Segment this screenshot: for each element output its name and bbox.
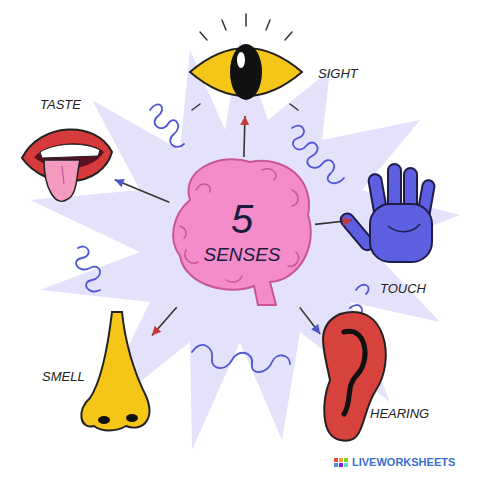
arrow-head — [115, 179, 125, 187]
arrow-line — [152, 307, 177, 335]
arrow-connector — [315, 217, 352, 226]
arrow-connector — [300, 307, 320, 334]
eye-drawing — [190, 14, 302, 110]
watermark: LIVEWORKSHEETS — [352, 456, 455, 468]
arrow-head — [343, 217, 352, 226]
sense-label: HEARING — [370, 407, 429, 421]
hand-drawing — [338, 164, 435, 262]
arrow-connector — [240, 116, 249, 157]
sense-node: SIGHT — [190, 35, 302, 113]
arrow-connector — [152, 307, 177, 335]
arrow-head — [152, 326, 161, 336]
arrow-line — [115, 180, 169, 203]
arrow-line — [300, 307, 320, 334]
brain-title: SENSES — [203, 245, 280, 266]
sense-label: SMELL — [42, 370, 85, 384]
burst-background — [30, 40, 460, 450]
sense-label: TASTE — [40, 98, 81, 112]
mouth-drawing — [22, 129, 112, 201]
arrow-head — [240, 116, 249, 125]
sense-node: SMELL — [92, 310, 150, 432]
brain-number: 5 — [231, 199, 253, 239]
brain-node: 5SENSES — [172, 160, 312, 305]
arrow-connector — [115, 179, 169, 202]
brain-drawing — [173, 159, 311, 305]
arrow-head — [311, 324, 320, 334]
nose-drawing — [81, 312, 149, 431]
watermark-icon — [334, 458, 348, 467]
sense-label: TOUCH — [380, 282, 426, 296]
ear-drawing — [323, 312, 386, 441]
sense-node: HEARING — [322, 308, 384, 445]
sense-node: TOUCH — [355, 165, 445, 265]
sense-node: TASTE — [20, 122, 112, 197]
sense-label: SIGHT — [318, 67, 358, 81]
